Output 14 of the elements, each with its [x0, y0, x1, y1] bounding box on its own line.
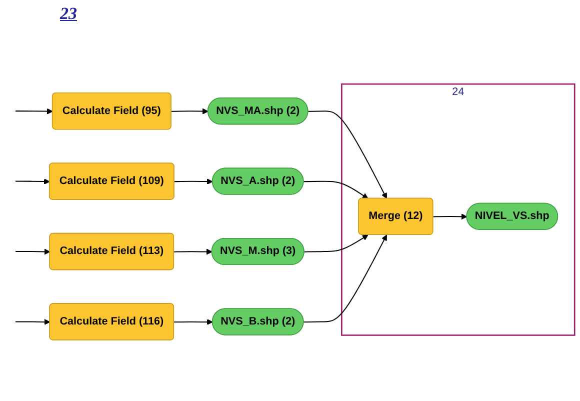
arrow	[16, 108, 53, 114]
arrow	[16, 178, 50, 184]
arrow	[304, 234, 368, 252]
arrow	[16, 318, 50, 325]
arrow	[174, 319, 213, 325]
arrow	[308, 110, 387, 199]
arrow	[174, 178, 213, 184]
arrow	[16, 248, 50, 255]
arrow	[174, 248, 212, 255]
arrow	[433, 214, 468, 220]
step-number: 23	[60, 4, 77, 23]
arrow	[304, 180, 368, 199]
arrow	[304, 234, 387, 323]
arrow	[171, 108, 208, 114]
